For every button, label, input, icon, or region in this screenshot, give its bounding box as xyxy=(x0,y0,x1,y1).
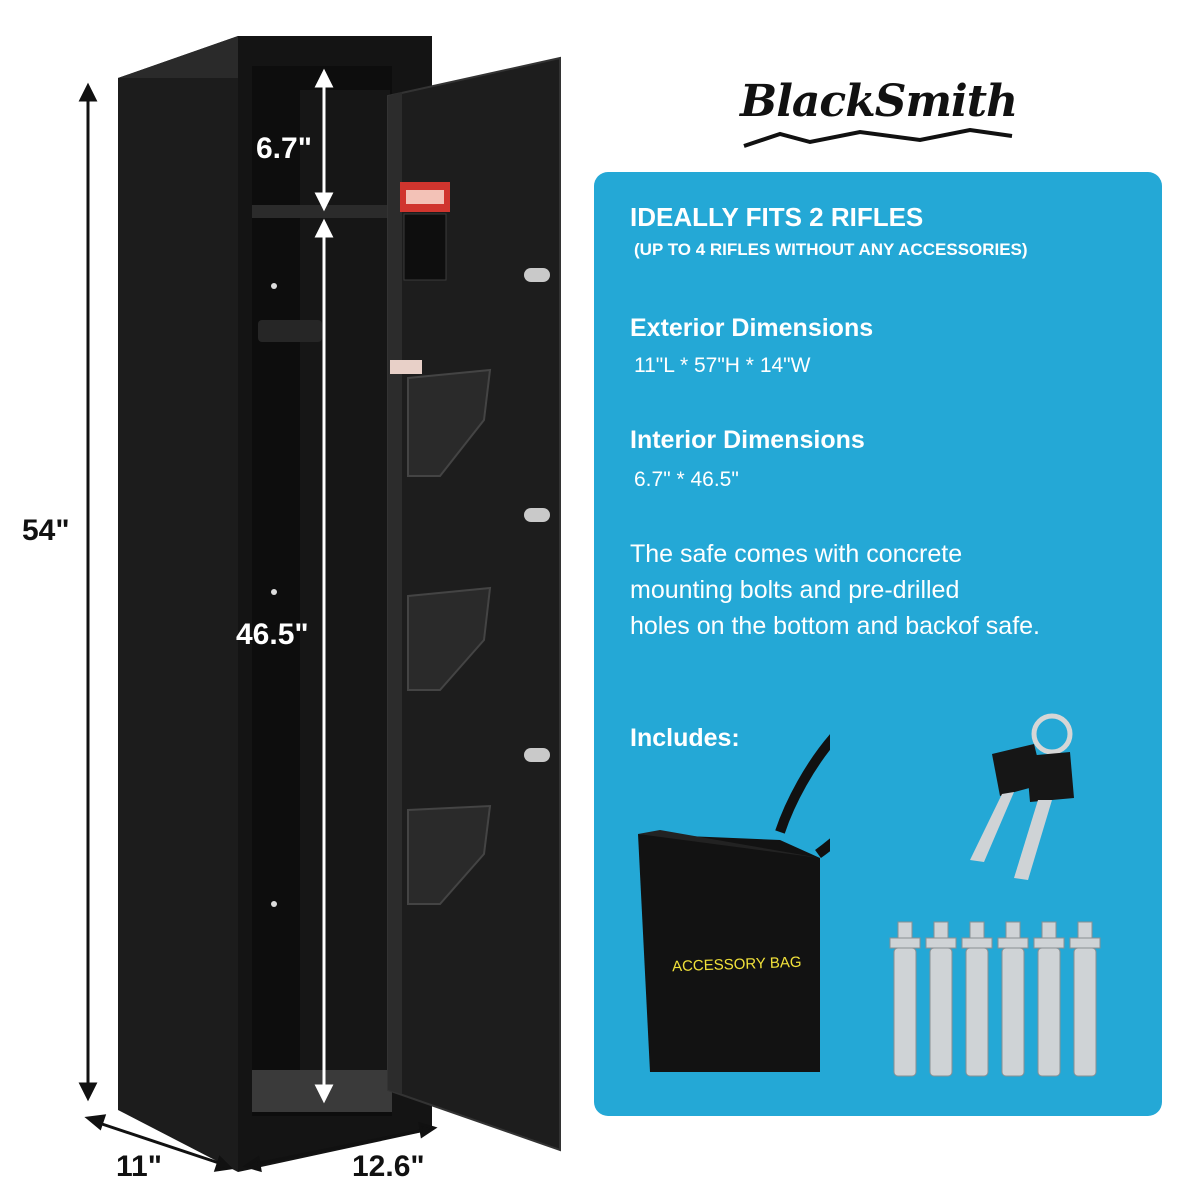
description-line: holes on the bottom and backof safe. xyxy=(630,612,1040,640)
interior-top-label: 6.7" xyxy=(256,132,312,165)
arrow-icon xyxy=(314,68,334,1104)
door-pocket xyxy=(407,586,492,691)
description-line: mounting bolts and pre-drilled xyxy=(630,576,960,604)
interior-main-label: 46.5" xyxy=(236,618,309,651)
info-panel: IDEALLY FITS 2 RIFLES (UP TO 4 RIFLES WI… xyxy=(594,172,1162,1116)
brand-logo-text: BlackSmith xyxy=(740,76,1018,127)
headline-note: (UP TO 4 RIFLES WITHOUT ANY ACCESSORIES) xyxy=(634,240,1028,259)
brand-logo: BlackSmith xyxy=(740,68,1020,152)
headline: IDEALLY FITS 2 RIFLES xyxy=(630,202,924,232)
gun-safe-illustration xyxy=(78,36,561,1173)
description: The safe comes with concrete mounting bo… xyxy=(630,536,1150,644)
interior-dimensions-title: Interior Dimensions xyxy=(630,426,865,454)
door-sticker xyxy=(390,360,422,374)
height-total-label: 54" xyxy=(22,514,70,547)
safe-shelf xyxy=(252,205,392,218)
bag-icon xyxy=(638,734,830,1072)
door-pocket xyxy=(407,804,492,905)
door-pocket xyxy=(407,368,492,477)
locking-bolt xyxy=(524,748,550,762)
interior-dimensions-value: 6.7" * 46.5" xyxy=(634,468,739,491)
locking-bolt xyxy=(524,508,550,522)
depth-label: 11" xyxy=(116,1150,162,1183)
arrow-icon xyxy=(78,82,98,1102)
safe-body-side xyxy=(118,36,238,1172)
exterior-dimensions-value: 11"L * 57"H * 14"W xyxy=(634,354,811,377)
arrow-icon xyxy=(84,1114,438,1173)
keypad-box xyxy=(403,213,447,281)
locking-bolt xyxy=(524,268,550,282)
rifle-rest xyxy=(258,320,322,342)
key-icon xyxy=(970,713,1074,880)
width-label: 12.6" xyxy=(352,1150,425,1183)
bolt-icon xyxy=(889,921,1101,1077)
exterior-dimensions-title: Exterior Dimensions xyxy=(630,314,874,342)
includes-label: Includes: xyxy=(630,724,740,752)
logo-underline xyxy=(743,128,1013,148)
description-line: The safe comes with concrete xyxy=(630,540,963,568)
safe-interior-back xyxy=(300,90,390,1100)
